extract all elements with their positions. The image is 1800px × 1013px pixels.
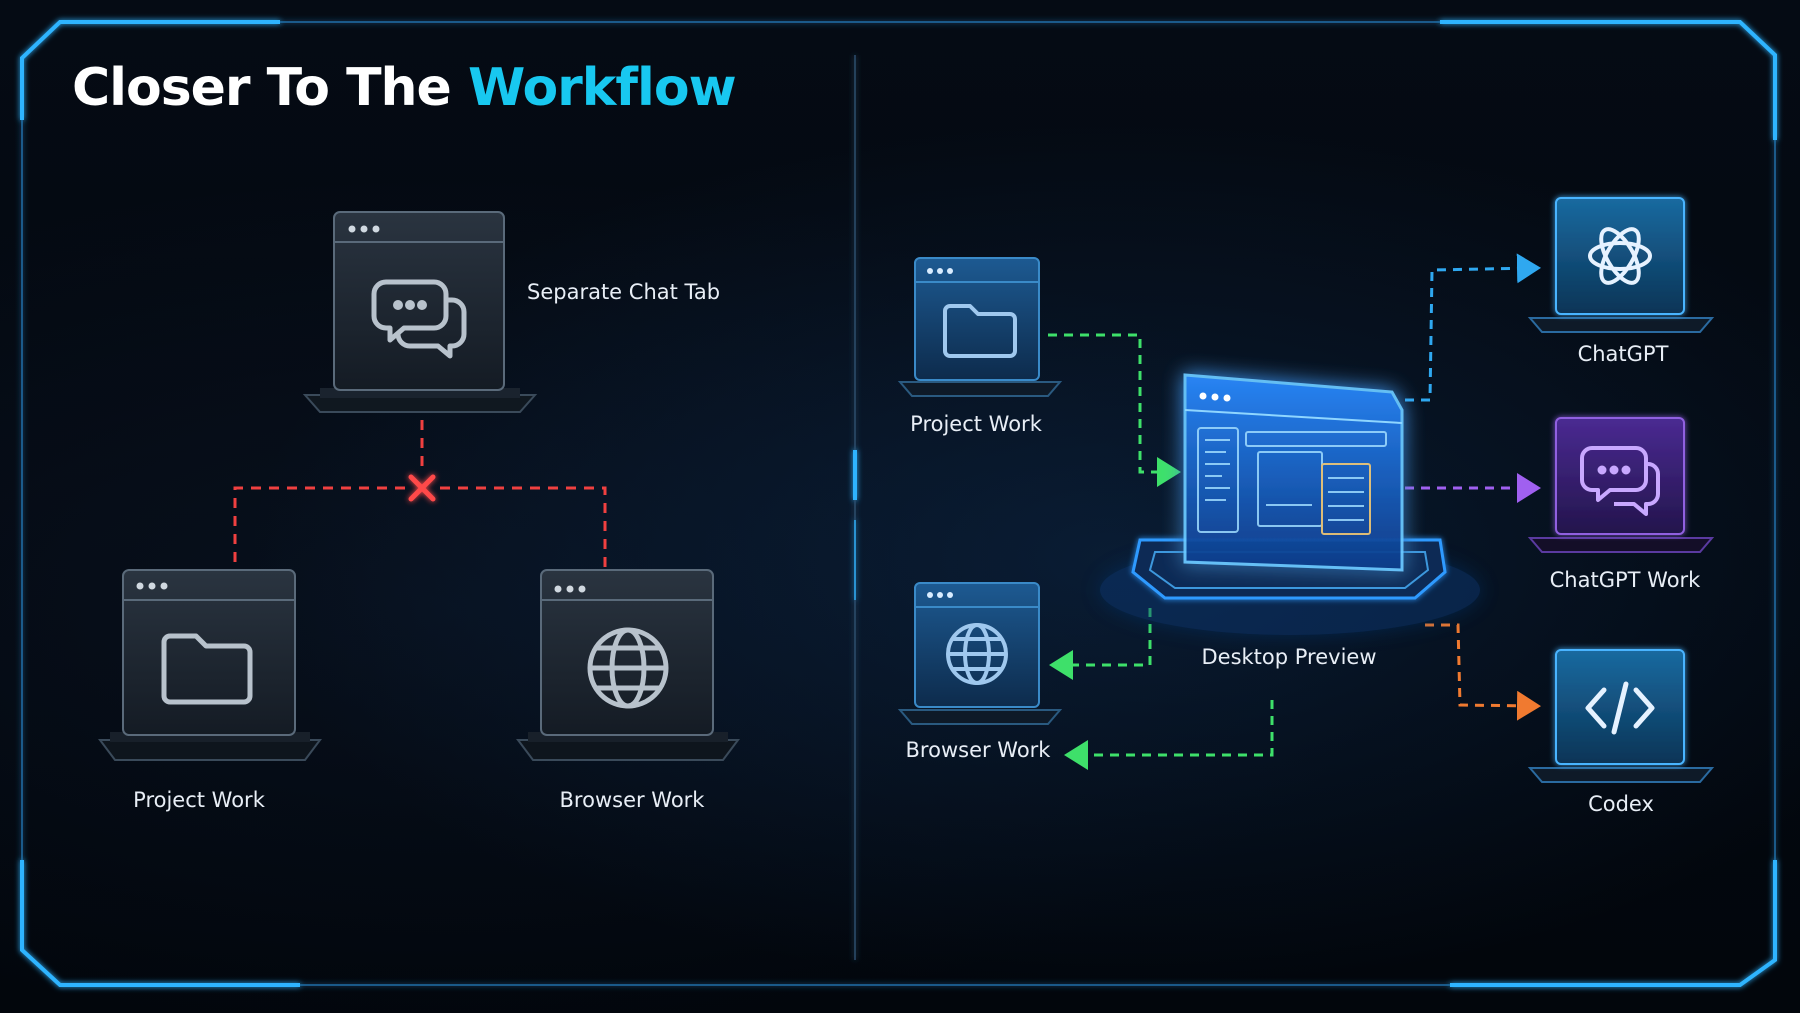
globe-icon bbox=[587, 627, 669, 709]
chatgpt-card bbox=[1527, 197, 1715, 333]
openai-logo-icon bbox=[1588, 227, 1652, 285]
folder-icon bbox=[161, 633, 253, 705]
desktop-window-icon bbox=[1197, 427, 1387, 535]
chatgpt-work-card bbox=[1527, 417, 1715, 553]
connector-project-to-desktop bbox=[1048, 333, 1181, 487]
code-brackets-icon bbox=[1585, 681, 1655, 735]
label-separate-chat-tab: Separate Chat Tab bbox=[527, 280, 721, 304]
label-chatgpt: ChatGPT bbox=[1577, 342, 1669, 366]
chat-bubbles-icon bbox=[371, 279, 467, 359]
label-left-browser-work: Browser Work bbox=[559, 788, 705, 812]
hud-frame bbox=[20, 20, 1777, 987]
right-connections bbox=[1048, 253, 1541, 770]
title-prefix: Closer To The bbox=[72, 58, 452, 118]
x-mark-icon bbox=[408, 474, 436, 502]
label-right-browser-work: Browser Work bbox=[905, 738, 1051, 762]
label-codex: Codex bbox=[1588, 792, 1654, 816]
left-browser-card bbox=[516, 569, 740, 761]
left-disconnect-lines bbox=[233, 420, 607, 570]
chat-bubbles-icon bbox=[1580, 446, 1660, 516]
label-left-project-work: Project Work bbox=[133, 788, 265, 812]
label-desktop-preview: Desktop Preview bbox=[1201, 645, 1377, 669]
left-project-card bbox=[98, 569, 322, 761]
connector-browser-to-desktop bbox=[1064, 700, 1274, 770]
globe-icon bbox=[946, 623, 1008, 685]
label-chatgpt-work: ChatGPT Work bbox=[1549, 568, 1701, 592]
connector-desktop-to-codex bbox=[1425, 623, 1541, 721]
codex-card bbox=[1527, 649, 1715, 783]
desktop-preview-device bbox=[1100, 373, 1480, 635]
title-accent: Workflow bbox=[467, 58, 737, 118]
right-project-card bbox=[897, 257, 1063, 397]
connector-desktop-to-chatgpt bbox=[1405, 253, 1541, 402]
label-right-project-work: Project Work bbox=[910, 412, 1042, 436]
page-title: Closer To The Workflow bbox=[72, 58, 737, 118]
left-chat-tab-card bbox=[302, 211, 538, 413]
folder-icon bbox=[943, 304, 1017, 358]
right-browser-card bbox=[897, 582, 1063, 725]
connector-desktop-to-browser bbox=[1049, 608, 1152, 680]
